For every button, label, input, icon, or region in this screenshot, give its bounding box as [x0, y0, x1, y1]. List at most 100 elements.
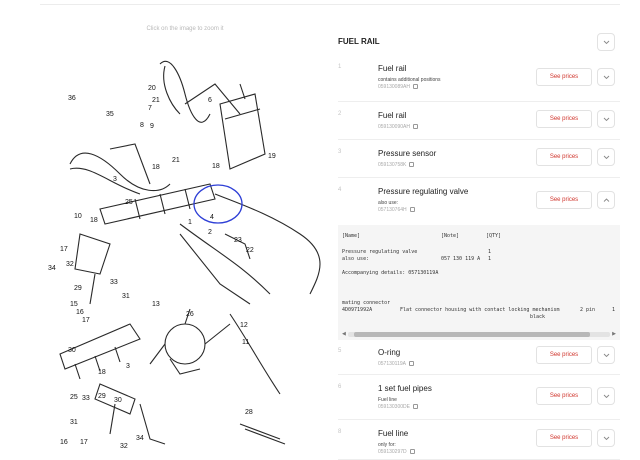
expand-row-button[interactable] — [597, 429, 615, 447]
expand-row-button[interactable] — [597, 191, 615, 209]
collapse-section-button[interactable] — [597, 33, 615, 51]
part-subtext: only for: — [378, 442, 396, 448]
callout-label[interactable]: 3 — [113, 176, 117, 183]
expand-row-button[interactable] — [597, 387, 615, 405]
part-subtext: contains additional positions — [378, 77, 441, 83]
detail-col-note: [Note] — [441, 233, 460, 239]
see-prices-button[interactable]: See prices — [536, 68, 592, 86]
chevron-down-icon — [603, 436, 610, 441]
callout-label[interactable]: 13 — [152, 301, 160, 308]
scroll-left-icon[interactable]: ◀ — [342, 331, 346, 337]
zoom-hint: Click on the image to zoom it — [146, 26, 224, 32]
section-header[interactable]: FUEL RAIL — [338, 32, 620, 54]
see-prices-button[interactable]: See prices — [536, 148, 592, 166]
callout-label[interactable]: 21 — [152, 97, 160, 104]
callout-label[interactable]: 25 — [70, 394, 78, 401]
section-title: FUEL RAIL — [338, 37, 380, 46]
callout-label[interactable]: 31 — [122, 293, 130, 300]
callout-label[interactable]: 17 — [60, 246, 68, 253]
callout-label[interactable]: 36 — [68, 95, 76, 102]
scroll-track[interactable] — [348, 332, 610, 337]
callout-label[interactable]: 34 — [48, 265, 56, 272]
callout-label[interactable]: 26 — [186, 311, 194, 318]
see-prices-button[interactable]: See prices — [536, 429, 592, 447]
callout-label[interactable]: 12 — [240, 322, 248, 329]
callout-label[interactable]: 29 — [74, 285, 82, 292]
callout-label[interactable]: 19 — [268, 153, 276, 160]
callout-label[interactable]: 30 — [68, 347, 76, 354]
callout-label[interactable]: 15 — [70, 301, 78, 308]
callout-label[interactable]: 30 — [114, 397, 122, 404]
scroll-right-icon[interactable]: ▶ — [612, 331, 616, 337]
part-number-row: 057130119A — [378, 361, 414, 367]
callout-label[interactable]: 10 — [74, 213, 82, 220]
part-number: 059130297D — [378, 449, 407, 455]
callout-label[interactable]: 7 — [148, 105, 152, 112]
detail-also-use-part: 057 130 119 A — [441, 256, 481, 262]
callout-label[interactable]: 28 — [245, 409, 253, 416]
part-name[interactable]: Fuel rail — [378, 111, 407, 120]
callout-label[interactable]: 33 — [110, 279, 118, 286]
expand-row-button[interactable] — [597, 148, 615, 166]
detail-horizontal-scrollbar[interactable]: ◀ ▶ — [342, 331, 616, 337]
callout-label[interactable]: 3 — [126, 363, 130, 370]
callout-label[interactable]: 22 — [246, 247, 254, 254]
callout-label[interactable]: 18 — [90, 217, 98, 224]
callout-label[interactable]: 34 — [136, 435, 144, 442]
callout-label[interactable]: 35 — [106, 111, 114, 118]
expand-row-button[interactable] — [597, 346, 615, 364]
callout-label[interactable]: 31 — [70, 419, 78, 426]
callout-label[interactable]: 29 — [98, 393, 106, 400]
callout-label[interactable]: 32 — [66, 261, 74, 268]
copy-icon[interactable] — [409, 449, 415, 454]
expand-row-button[interactable] — [597, 68, 615, 86]
callout-label[interactable]: 32 — [120, 443, 128, 450]
see-prices-button[interactable]: See prices — [536, 346, 592, 364]
callout-label[interactable]: 18 — [152, 164, 160, 171]
scroll-thumb[interactable] — [354, 332, 590, 337]
see-prices-button[interactable]: See prices — [536, 387, 592, 405]
callout-label[interactable]: 17 — [80, 439, 88, 446]
callout-label[interactable]: 16 — [60, 439, 68, 446]
see-prices-button[interactable]: See prices — [536, 191, 592, 209]
part-number: 057130119A — [378, 361, 406, 367]
callout-label[interactable]: 18 — [98, 369, 106, 376]
callout-label[interactable]: 1 — [188, 219, 192, 226]
part-name[interactable]: O-ring — [378, 348, 401, 357]
expand-row-button[interactable] — [597, 110, 615, 128]
callout-label[interactable]: 25 — [125, 199, 133, 206]
part-name[interactable]: 1 set fuel pipes — [378, 384, 432, 393]
callout-label[interactable]: 11 — [242, 339, 249, 346]
part-name[interactable]: Pressure sensor — [378, 149, 437, 158]
callout-label[interactable]: 9 — [150, 123, 154, 130]
callout-label[interactable]: 2 — [208, 229, 212, 236]
callout-label[interactable]: 18 — [212, 163, 220, 170]
callout-label[interactable]: 23 — [234, 237, 242, 244]
callout-label[interactable]: 4 — [210, 214, 214, 221]
see-prices-button[interactable]: See prices — [536, 110, 592, 128]
part-name[interactable]: Fuel line — [378, 429, 409, 438]
part-name[interactable]: Fuel rail — [378, 64, 407, 73]
copy-icon[interactable] — [412, 84, 418, 89]
copy-icon[interactable] — [409, 207, 415, 212]
callout-label[interactable]: 16 — [76, 309, 84, 316]
part-name[interactable]: Pressure regulating valve — [378, 187, 469, 196]
copy-icon[interactable] — [409, 361, 414, 366]
copy-icon[interactable] — [412, 124, 418, 129]
callout-label[interactable]: 8 — [140, 122, 144, 129]
callout-label[interactable]: 6 — [208, 97, 212, 104]
callout-label[interactable]: 33 — [82, 395, 90, 402]
callout-label[interactable]: 20 — [148, 85, 156, 92]
copy-icon[interactable] — [409, 162, 415, 167]
callout-label[interactable]: 21 — [172, 157, 180, 164]
copy-icon[interactable] — [412, 404, 418, 409]
callout-label[interactable]: 17 — [82, 317, 90, 324]
